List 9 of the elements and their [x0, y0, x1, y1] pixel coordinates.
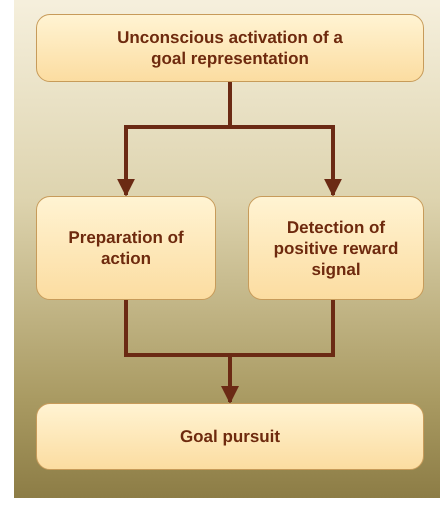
process-box: [36, 196, 216, 300]
process-box: [36, 14, 424, 82]
process-box: [36, 403, 424, 470]
box-label: Goal pursuit: [180, 426, 280, 447]
arrow: [221, 300, 335, 404]
box-label: Unconscious activation of a goal representation: [116, 27, 344, 69]
box-label: Detection of positive reward signal: [272, 216, 400, 280]
box-label: Preparation of action: [67, 227, 185, 269]
process-box: [248, 196, 424, 300]
